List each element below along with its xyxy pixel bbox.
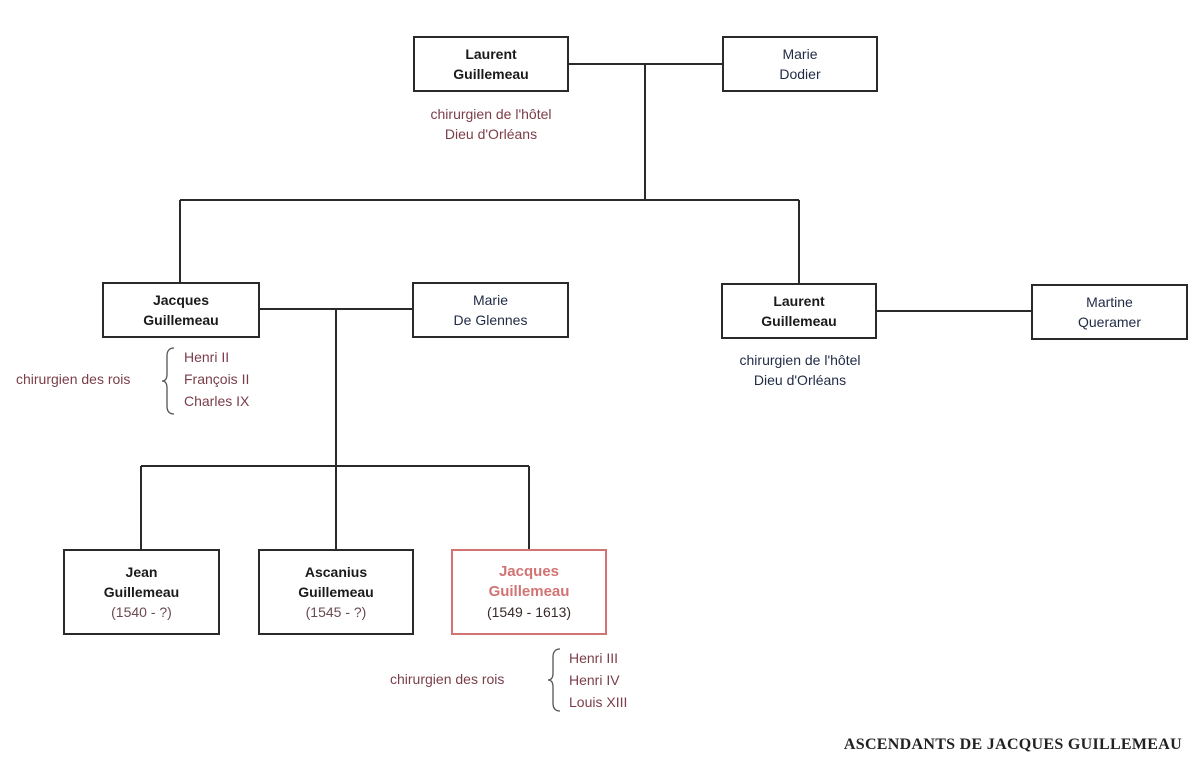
occupation-line-2: Dieu d'Orléans <box>753 372 847 388</box>
king-henri-iv: Henri IV <box>569 672 620 688</box>
surname: Guillemeau <box>143 312 219 328</box>
king-henri-ii: Henri II <box>184 349 230 365</box>
surname: Guillemeau <box>453 66 529 82</box>
kings-list-jacques-senior: Henri II François II Charles IX <box>184 346 249 412</box>
curly-brace-icon <box>161 347 175 415</box>
person-box-marie-dodier: Marie Dodier <box>722 36 878 92</box>
occupation-label-jacques-senior: chirurgien des rois <box>16 371 131 387</box>
first-name: Ascanius <box>304 564 368 580</box>
first-name: Jacques <box>498 563 560 580</box>
first-name: Marie <box>472 292 508 308</box>
surname: Guillemeau <box>761 313 837 329</box>
curly-brace-icon <box>547 648 561 712</box>
kings-list-jacques-junior: Henri III Henri IV Louis XIII <box>569 647 627 713</box>
diagram-title: ASCENDANTS DE JACQUES GUILLEMEAU <box>843 736 1182 753</box>
person-box-laurent-guillemeau-senior: Laurent Guillemeau <box>413 36 569 92</box>
occupation-line-2: Dieu d'Orléans <box>444 126 538 142</box>
occupation-note-laurent-senior: chirurgien de l'hôtel Dieu d'Orléans <box>405 104 577 144</box>
life-dates: (1540 - ?) <box>111 604 172 620</box>
person-box-jacques-guillemeau-senior: Jacques Guillemeau <box>102 282 260 338</box>
surname: Dodier <box>779 66 821 82</box>
occupation-label-jacques-junior: chirurgien des rois <box>390 671 505 687</box>
surname: Queramer <box>1077 314 1142 330</box>
life-dates: (1545 - ?) <box>305 604 367 620</box>
person-box-martine-queramer: Martine Queramer <box>1031 284 1188 340</box>
person-box-ascanius-guillemeau: Ascanius Guillemeau (1545 - ?) <box>258 549 414 635</box>
surname: Guillemeau <box>103 584 180 600</box>
king-henri-iii: Henri III <box>569 650 619 666</box>
person-box-jean-guillemeau: Jean Guillemeau (1540 - ?) <box>63 549 220 635</box>
first-name: Jean <box>125 564 158 580</box>
first-name: Laurent <box>465 46 517 62</box>
first-name: Marie <box>782 46 818 62</box>
person-box-jacques-guillemeau-junior: Jacques Guillemeau (1549 - 1613) <box>451 549 607 635</box>
king-louis-xiii: Louis XIII <box>569 694 628 710</box>
occupation-line-1: chirurgien de l'hôtel <box>430 106 552 122</box>
king-charles-ix: Charles IX <box>184 393 250 409</box>
first-name: Jacques <box>152 292 210 308</box>
occupation-line-1: chirurgien de l'hôtel <box>739 352 861 368</box>
life-dates: (1549 - 1613) <box>486 604 572 620</box>
person-box-laurent-guillemeau-junior: Laurent Guillemeau <box>721 283 877 339</box>
king-francois-ii: François II <box>184 371 250 387</box>
occupation-note-laurent-junior: chirurgien de l'hôtel Dieu d'Orléans <box>714 350 886 390</box>
first-name: Laurent <box>773 293 825 309</box>
surname: Guillemeau <box>488 583 570 600</box>
surname: De Glennes <box>453 312 528 328</box>
person-box-marie-de-glennes: Marie De Glennes <box>412 282 569 338</box>
surname: Guillemeau <box>298 584 374 600</box>
first-name: Martine <box>1086 294 1133 310</box>
